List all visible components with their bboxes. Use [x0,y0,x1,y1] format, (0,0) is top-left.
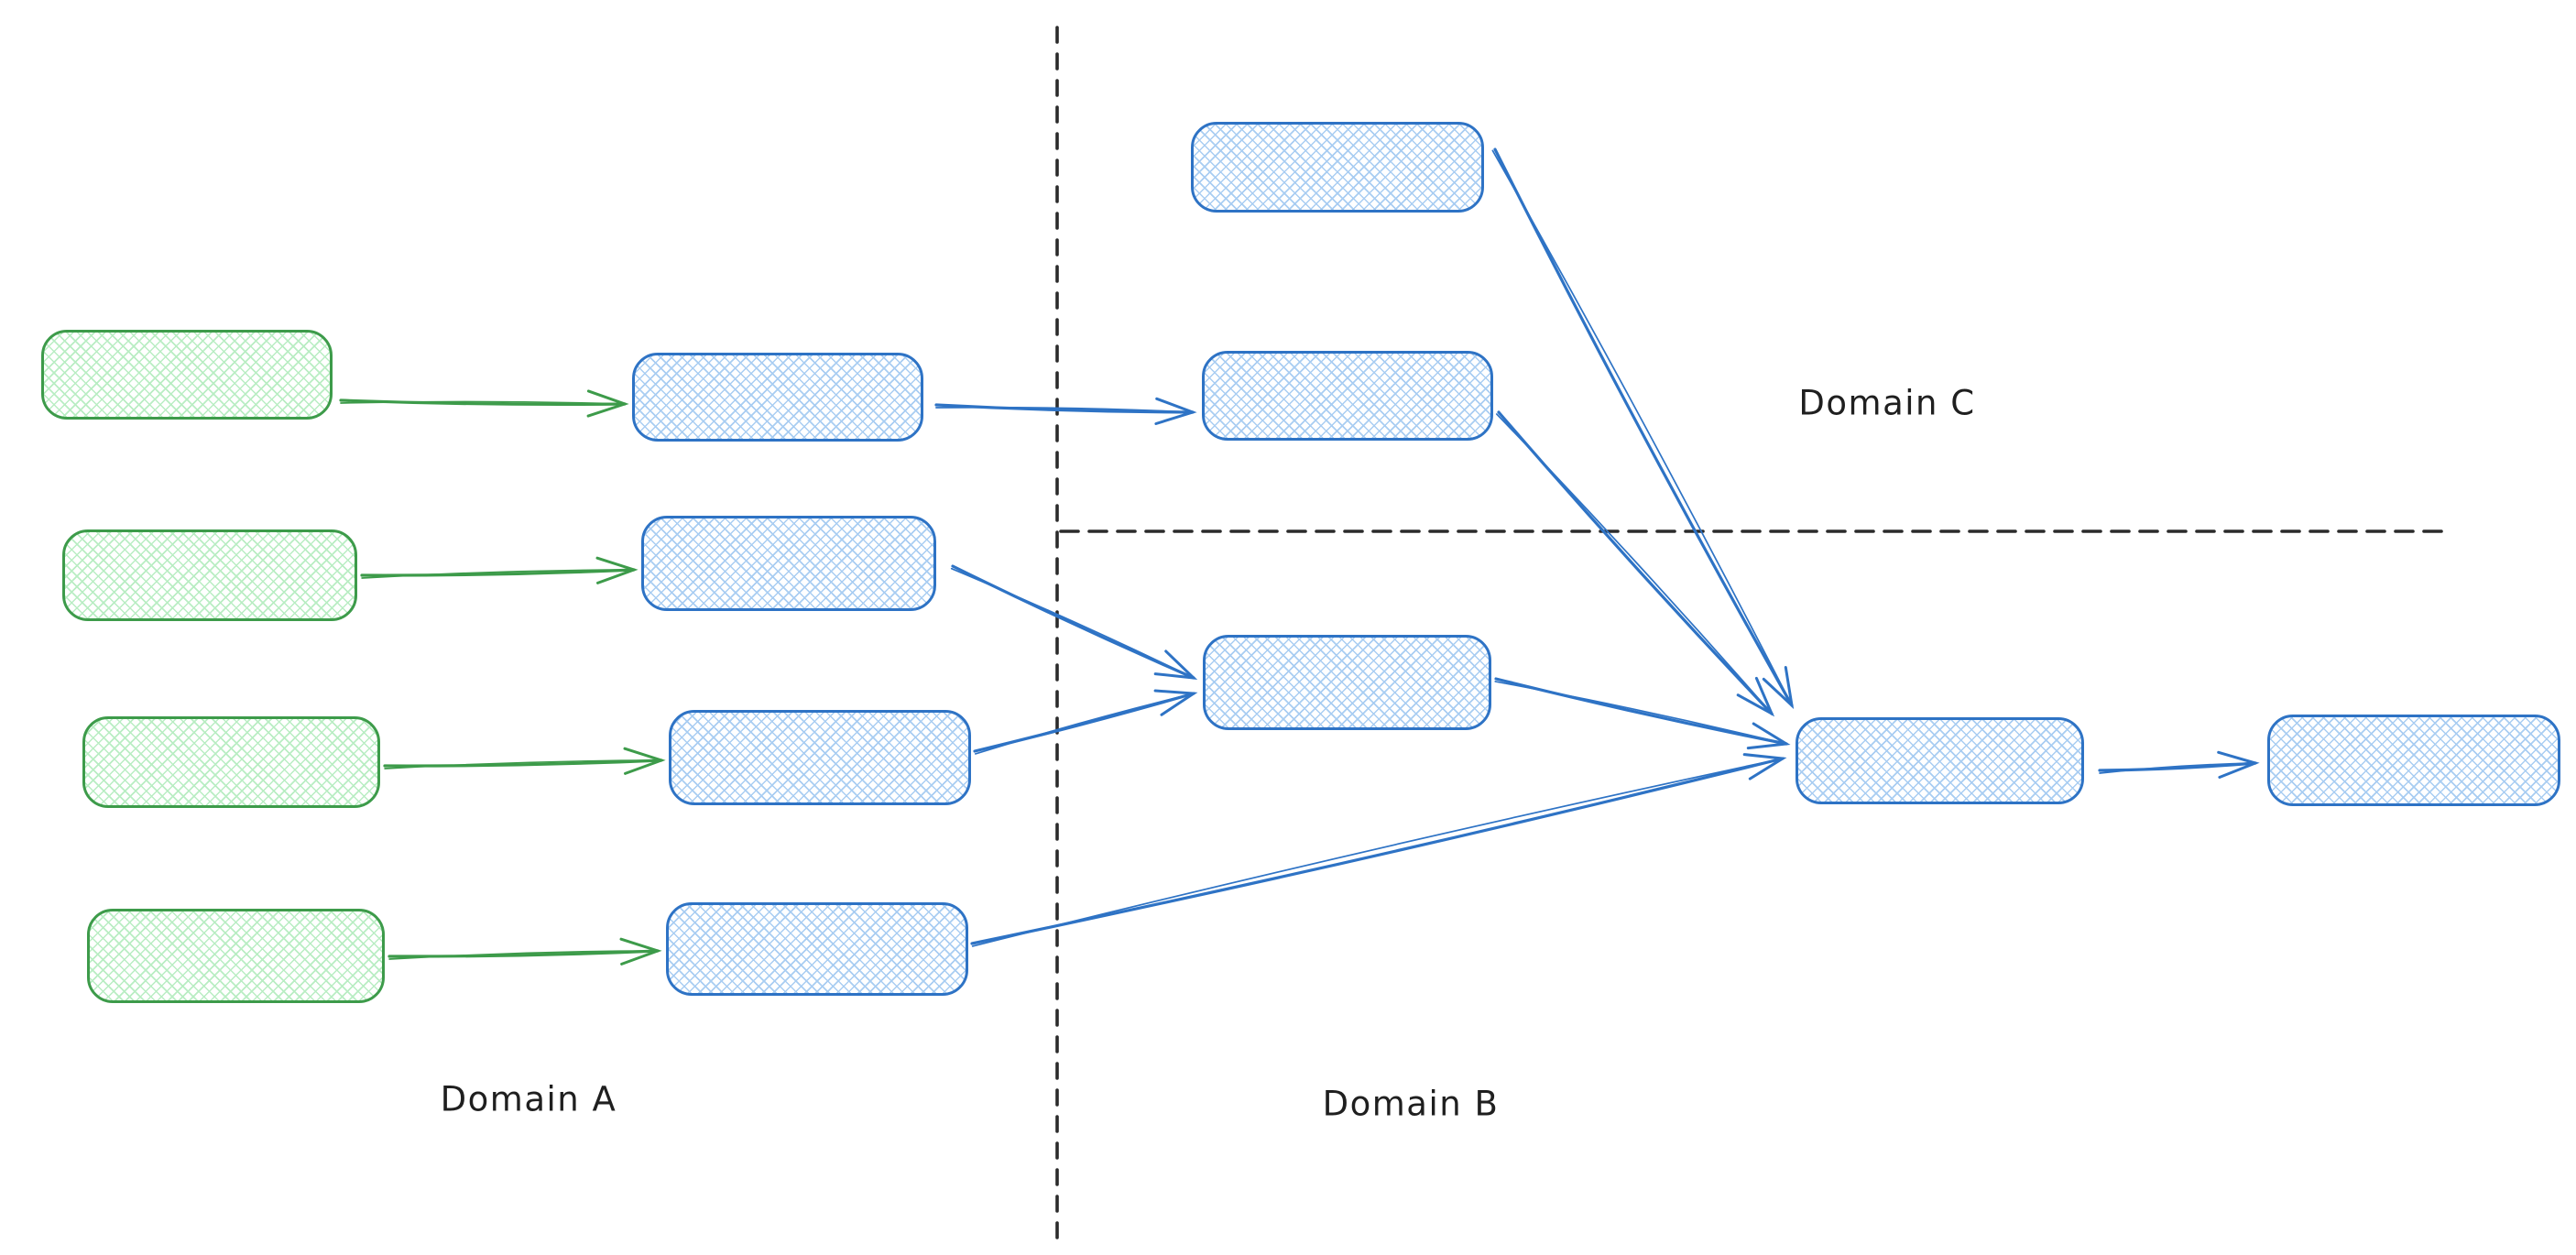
node-c-top [1191,122,1484,213]
node-green-3 [82,716,380,808]
node-blue-3 [669,710,971,805]
node-blue-2 [641,516,936,611]
node-blue-1 [632,353,923,442]
node-b-hub [1796,717,2084,804]
domain-c-label: Domain C [1798,383,1976,423]
domain-b-label: Domain B [1322,1084,1500,1124]
node-blue-4 [666,902,968,996]
domain-a-label: Domain A [440,1079,617,1119]
node-green-2 [62,529,357,621]
node-c-mid [1202,351,1493,441]
node-b-mid [1203,635,1491,730]
node-b-out [2267,715,2560,806]
node-green-1 [41,330,333,420]
node-green-4 [87,909,385,1003]
